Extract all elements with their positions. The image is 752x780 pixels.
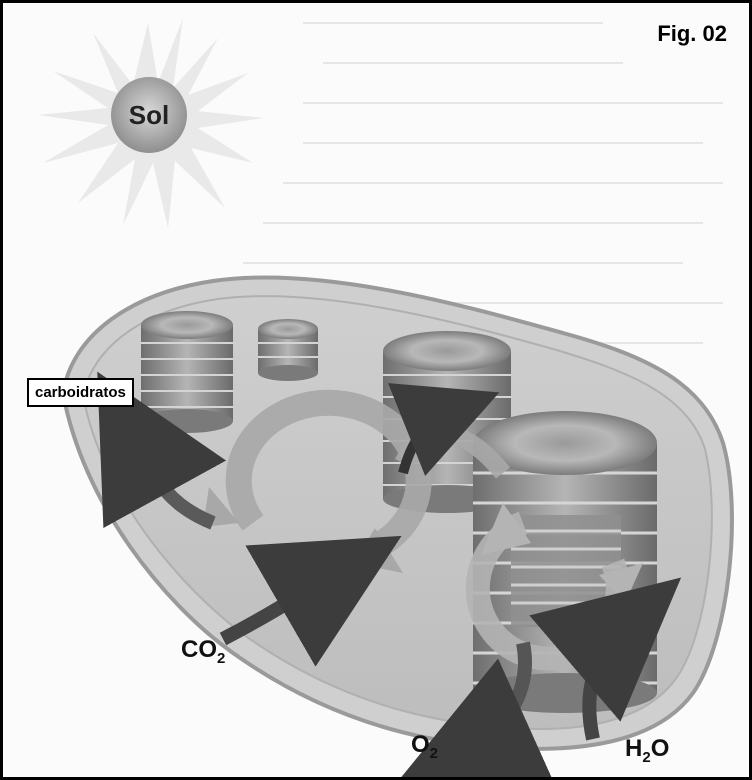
granum-stack-2: [258, 319, 318, 381]
co2-label: CO2: [181, 636, 225, 667]
sun-label: Sol: [109, 85, 189, 145]
h2o-tail: O: [651, 735, 670, 762]
co2-subscript: 2: [217, 650, 225, 667]
carbohydrates-label: carboidratos: [27, 378, 134, 407]
figure-label: Fig. 02: [657, 21, 727, 47]
h2o-subscript: 2: [642, 749, 650, 766]
granum-stack-1: [141, 311, 233, 433]
h2o-base: H: [625, 735, 642, 762]
co2-base: CO: [181, 636, 217, 663]
o2-base: O: [411, 731, 430, 758]
h2o-label: H2O: [625, 735, 669, 766]
o2-label: O2: [411, 731, 438, 762]
o2-subscript: 2: [430, 745, 438, 762]
